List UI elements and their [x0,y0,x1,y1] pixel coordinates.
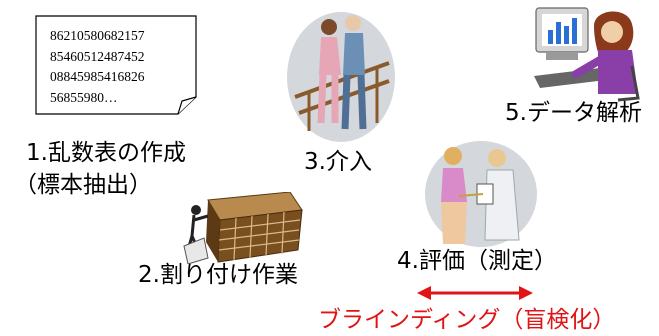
data-analysis-illustration [534,7,640,102]
step1-sublabel: （標本抽出） [14,172,152,198]
paper-note-icon [35,15,197,115]
step4-label: 4.評価（測定） [397,248,557,274]
random-number-lines: 86210580682157 85460512487452 0884598541… [50,26,145,108]
allocation-shelf-icon [183,192,303,264]
random-number-line: 86210580682157 [50,28,145,43]
step3-label: 3.介入 [304,149,372,175]
step2-label: 2.割り付け作業 [138,262,298,288]
random-number-line: 08845985416826 [50,69,145,84]
step5-label: 5.データ解析 [505,100,642,126]
step1-label: 1.乱数表の作成 [26,140,186,166]
random-number-line: 56855980… [50,89,118,105]
blinding-double-arrow-icon [417,286,533,300]
intervention-illustration [287,12,395,142]
random-number-line: 85460512487452 [50,48,145,64]
random-number-table [35,15,197,115]
blinding-label: ブラインディング（盲検化） [318,307,616,333]
evaluation-illustration [425,141,537,247]
